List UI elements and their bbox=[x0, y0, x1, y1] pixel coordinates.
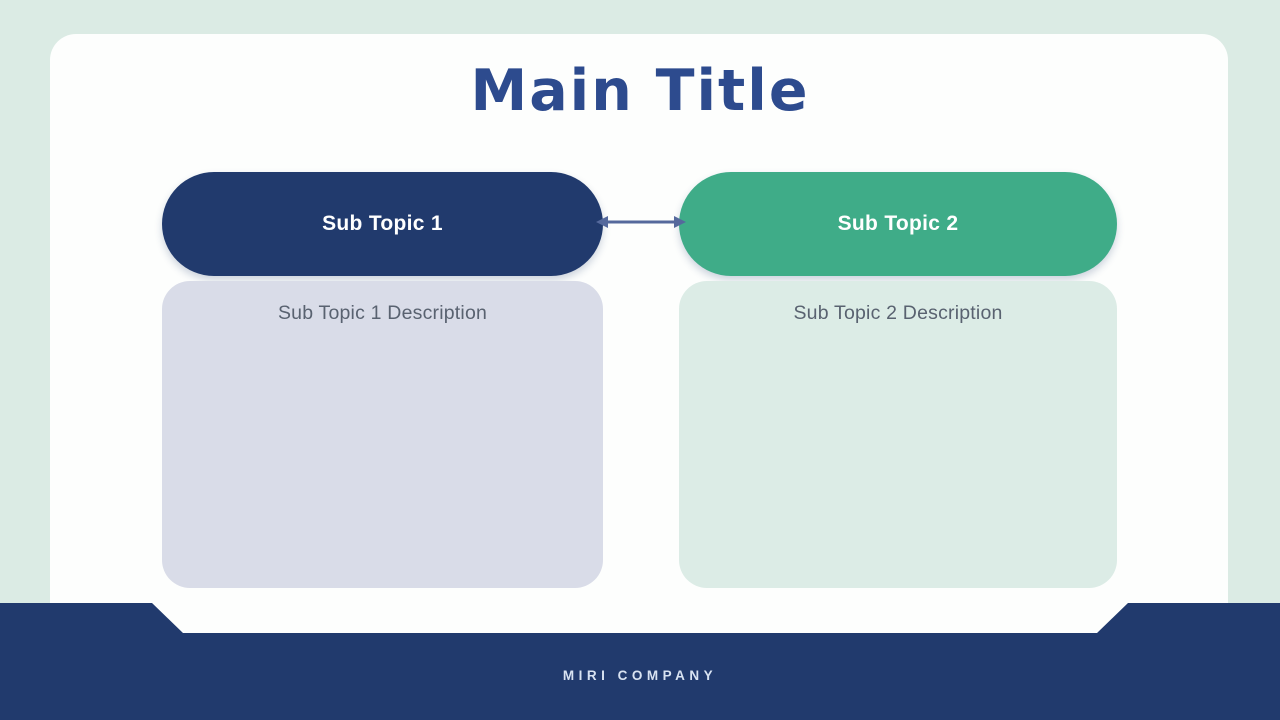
sub-topic-1-label: Sub Topic 1 bbox=[322, 212, 443, 235]
sub-topic-2-label: Sub Topic 2 bbox=[837, 212, 959, 235]
footer-shape bbox=[0, 603, 1280, 720]
page-title: Main Title bbox=[470, 58, 810, 124]
arrow-head-left bbox=[596, 216, 608, 228]
footer-company-name: MIRI COMPANY bbox=[562, 668, 718, 683]
sub-topic-2-pill: Sub Topic 2 bbox=[679, 172, 1117, 276]
footer: MIRI COMPANY bbox=[0, 603, 1280, 720]
sub-topic-2-description-box: Sub Topic 2 Description bbox=[679, 281, 1117, 588]
sub-topic-1-description-box: Sub Topic 1 Description bbox=[162, 281, 603, 588]
footer-shape-path bbox=[0, 603, 1280, 720]
sub-topic-2-description: Sub Topic 2 Description bbox=[793, 302, 1003, 324]
sub-topic-1-pill: Sub Topic 1 bbox=[162, 172, 603, 276]
arrow-head-right bbox=[674, 216, 686, 228]
sub-topic-1-description: Sub Topic 1 Description bbox=[277, 302, 488, 324]
double-arrow-icon bbox=[596, 216, 686, 228]
